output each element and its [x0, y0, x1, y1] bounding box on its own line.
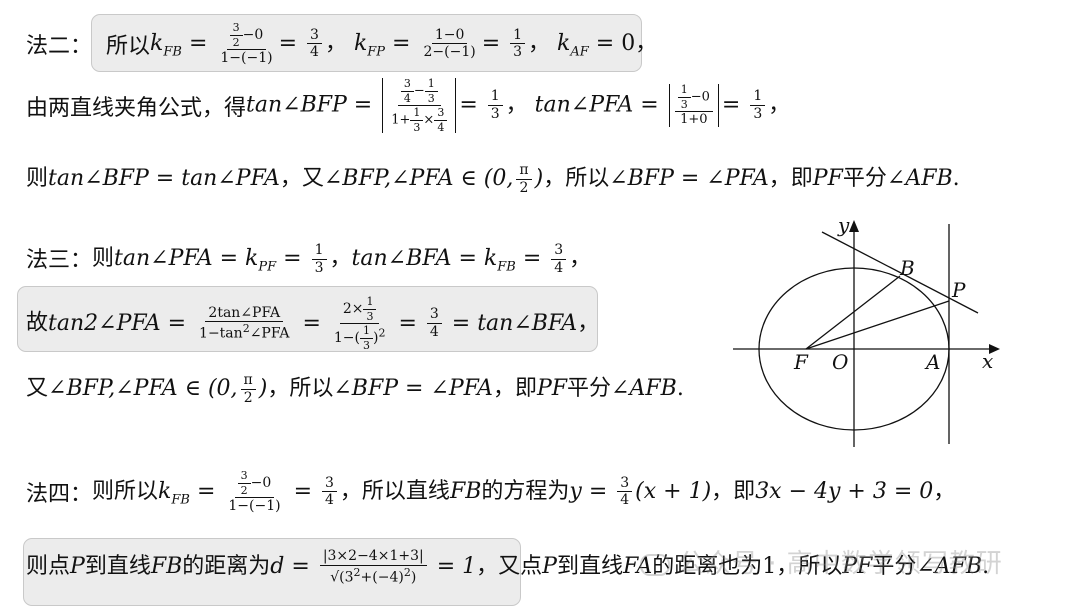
label-O: O [832, 350, 848, 374]
method3-label: 法三： [26, 247, 93, 273]
watermark-text: 公众号 · 高中数学领写教研 [678, 549, 1003, 579]
highlight-box-method2 [91, 14, 642, 72]
label-A: A [924, 350, 940, 374]
label-y: y [837, 213, 850, 237]
highlight-box-method3 [17, 286, 598, 352]
method4-label: 法四： [26, 481, 93, 507]
y-axis-arrow [849, 220, 859, 232]
method4-line2: 则点P到直线FB的距离为d = |3×2−4×1+3|√(32+(−4)2) =… [26, 548, 989, 585]
method4-distance: 则点P到直线FB的距离为d = |3×2−4×1+3|√(32+(−4)2) =… [26, 547, 990, 586]
tangent-line [821, 231, 979, 314]
watermark: 公众号 · 高中数学领写教研 [640, 543, 1003, 580]
x-axis-arrow [989, 344, 1000, 354]
method2-label: 法二： [26, 33, 93, 59]
highlight-box-method4 [23, 538, 521, 606]
label-x: x [982, 349, 993, 373]
wechat-icon [640, 553, 670, 576]
method2-line2-pre: 由两直线夹角公式，得 [26, 95, 247, 121]
ellipse-figure: y x B P F O A [733, 213, 1000, 447]
method2-line1-pre: 所以 [106, 33, 151, 59]
label-B: B [899, 256, 915, 280]
label-P: P [951, 278, 966, 302]
segment-FP [805, 300, 950, 350]
segment-FB [805, 275, 901, 350]
label-F: F [793, 350, 809, 374]
